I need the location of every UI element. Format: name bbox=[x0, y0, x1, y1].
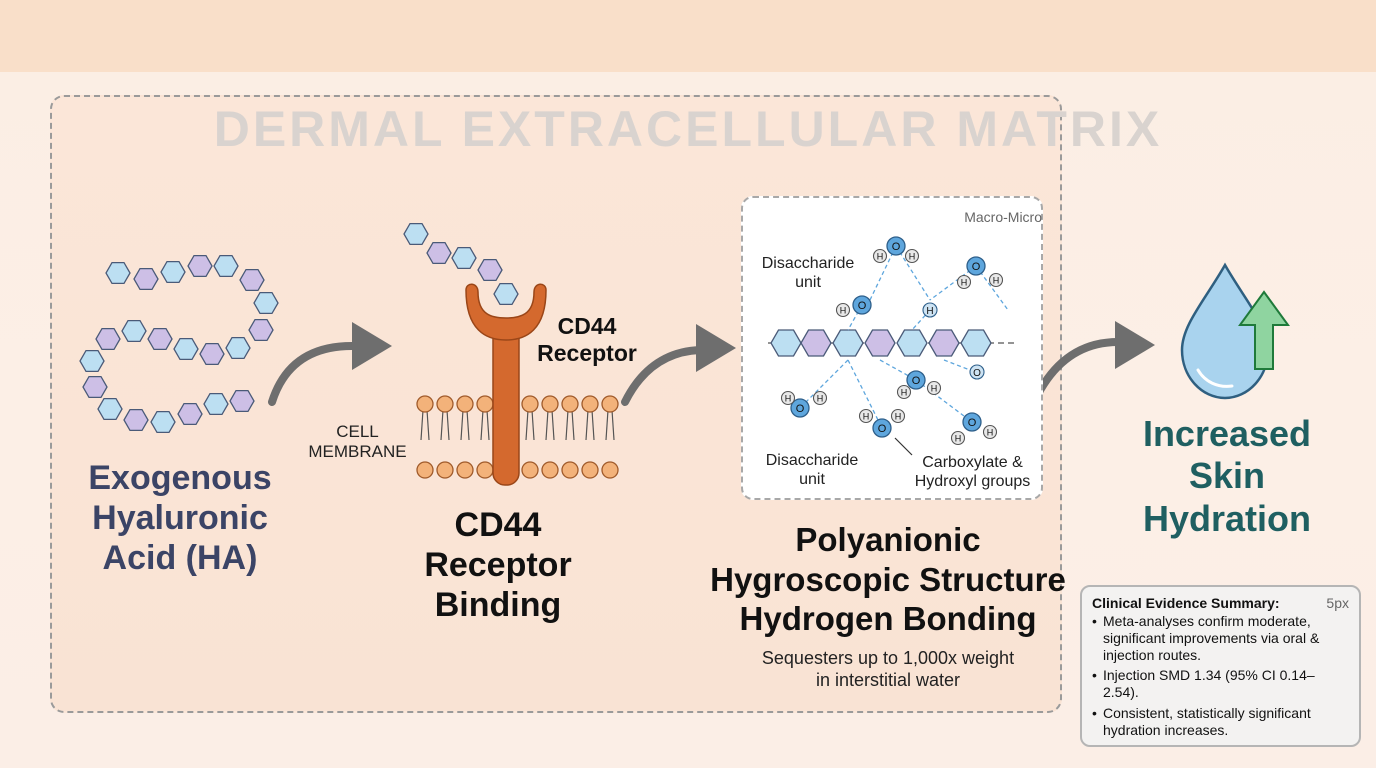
lipid-tail bbox=[440, 409, 444, 441]
lipid-head bbox=[456, 461, 474, 479]
lipid-head bbox=[581, 461, 599, 479]
saccharide-hexagon bbox=[229, 389, 255, 413]
lipid-tail bbox=[446, 409, 450, 441]
flow-arrow-head bbox=[1115, 321, 1155, 369]
saccharide-hexagon bbox=[133, 267, 159, 291]
lipid-head bbox=[561, 461, 579, 479]
lipid-tail bbox=[591, 409, 595, 441]
evidence-title: Clinical Evidence Summary: bbox=[1092, 595, 1280, 611]
evidence-note: 5px bbox=[1326, 595, 1349, 611]
lipid-tail bbox=[480, 409, 484, 441]
lipid-tail bbox=[466, 409, 470, 441]
saccharide-hexagon bbox=[426, 241, 452, 265]
lipid-head bbox=[521, 395, 539, 413]
lipid-head bbox=[436, 395, 454, 413]
evidence-item: Injection SMD 1.34 (95% CI 0.14–2.54). bbox=[1092, 667, 1349, 701]
lipid-head bbox=[416, 461, 434, 479]
saccharide-hexagon bbox=[160, 260, 186, 284]
saccharide-hexagon bbox=[97, 397, 123, 421]
lipid-head bbox=[541, 395, 559, 413]
lipid-head bbox=[561, 395, 579, 413]
saccharide-hexagon bbox=[403, 222, 429, 246]
saccharide-hexagon bbox=[123, 408, 149, 432]
saccharide-hexagon bbox=[121, 319, 147, 343]
flow-arrow-head bbox=[696, 324, 736, 372]
cd44-receptor-stem bbox=[492, 319, 520, 486]
cd44-receptor-arms bbox=[465, 283, 547, 341]
cell-membrane-label: CELL MEMBRANE bbox=[308, 422, 407, 462]
lipid-tail bbox=[551, 409, 555, 441]
water-droplet-icon bbox=[1180, 262, 1290, 400]
lipid-head bbox=[581, 395, 599, 413]
lipid-tail bbox=[605, 409, 609, 441]
clinical-evidence-card: Clinical Evidence Summary: 5px Meta-anal… bbox=[1080, 585, 1361, 747]
lipid-tail bbox=[571, 409, 575, 441]
ha-chain bbox=[79, 254, 279, 434]
saccharide-hexagon bbox=[225, 336, 251, 360]
saccharide-hexagon bbox=[95, 327, 121, 351]
saccharide-hexagon bbox=[82, 375, 108, 399]
up-arrow-icon bbox=[1238, 290, 1290, 370]
lipid-head bbox=[476, 461, 494, 479]
saccharide-hexagon bbox=[203, 392, 229, 416]
lipid-tail bbox=[531, 409, 535, 441]
flow-arrow-body bbox=[268, 341, 358, 406]
flow-arrow-head bbox=[352, 322, 392, 370]
saccharide-hexagon bbox=[105, 261, 131, 285]
lipid-head bbox=[456, 395, 474, 413]
cd44-receptor-graphic bbox=[403, 222, 619, 486]
saccharide-hexagon bbox=[79, 349, 105, 373]
saccharide-hexagon bbox=[493, 282, 519, 306]
saccharide-hexagon bbox=[187, 254, 213, 278]
lipid-head bbox=[521, 461, 539, 479]
lipid-tail bbox=[426, 409, 430, 441]
exogenous-ha-label: Exogenous Hyaluronic Acid (HA) bbox=[88, 459, 272, 578]
lipid-tail bbox=[585, 409, 589, 441]
lipid-tail bbox=[611, 409, 615, 441]
lipid-tail bbox=[565, 409, 569, 441]
matrix-title: DERMAL EXTRACELLULAR MATRIX bbox=[213, 101, 1163, 157]
functional-groups-label: Carboxylate &Hydroxyl groups bbox=[914, 454, 1031, 491]
lipid-head bbox=[436, 461, 454, 479]
evidence-list: Meta-analyses confirm moderate, signific… bbox=[1092, 613, 1349, 739]
lipid-tail bbox=[525, 409, 529, 441]
saccharide-hexagon bbox=[239, 268, 265, 292]
saccharide-hexagon bbox=[213, 254, 239, 278]
saccharide-hexagon bbox=[177, 402, 203, 426]
lipid-head bbox=[601, 395, 619, 413]
saccharide-hexagon bbox=[147, 327, 173, 351]
inset-tag: Macro-Micro bbox=[964, 209, 1042, 225]
cd44-binding-label: CD44 Receptor Binding bbox=[424, 506, 572, 625]
hydration-label: Increased Skin Hydration bbox=[1142, 413, 1312, 539]
saccharide-hexagon bbox=[477, 258, 503, 282]
top-banner bbox=[0, 0, 1376, 72]
evidence-item: Consistent, statistically significant hy… bbox=[1092, 705, 1349, 739]
saccharide-hexagon bbox=[451, 246, 477, 270]
saccharide-hexagon bbox=[253, 291, 279, 315]
polyanionic-label: Polyanionic Hygroscopic Structure Hydrog… bbox=[710, 521, 1066, 638]
polyanionic-subtitle: Sequesters up to 1,000x weight in inters… bbox=[761, 648, 1015, 690]
cd44-receptor-callout: CD44 Receptor bbox=[537, 313, 637, 367]
lipid-head bbox=[601, 461, 619, 479]
lipid-tail bbox=[460, 409, 464, 441]
lipid-tail bbox=[545, 409, 549, 441]
saccharide-hexagon bbox=[248, 318, 274, 342]
droplet-highlight bbox=[1196, 368, 1234, 388]
evidence-item: Meta-analyses confirm moderate, signific… bbox=[1092, 613, 1349, 663]
lipid-head bbox=[416, 395, 434, 413]
lipid-tail bbox=[420, 409, 424, 441]
saccharide-hexagon bbox=[199, 342, 225, 366]
lipid-tail bbox=[486, 409, 490, 441]
flow-arrow-body bbox=[621, 346, 704, 406]
saccharide-hexagon bbox=[150, 410, 176, 434]
lipid-head bbox=[541, 461, 559, 479]
lipid-head bbox=[476, 395, 494, 413]
flow-arrow-body bbox=[1030, 338, 1122, 406]
saccharide-hexagon bbox=[173, 337, 199, 361]
